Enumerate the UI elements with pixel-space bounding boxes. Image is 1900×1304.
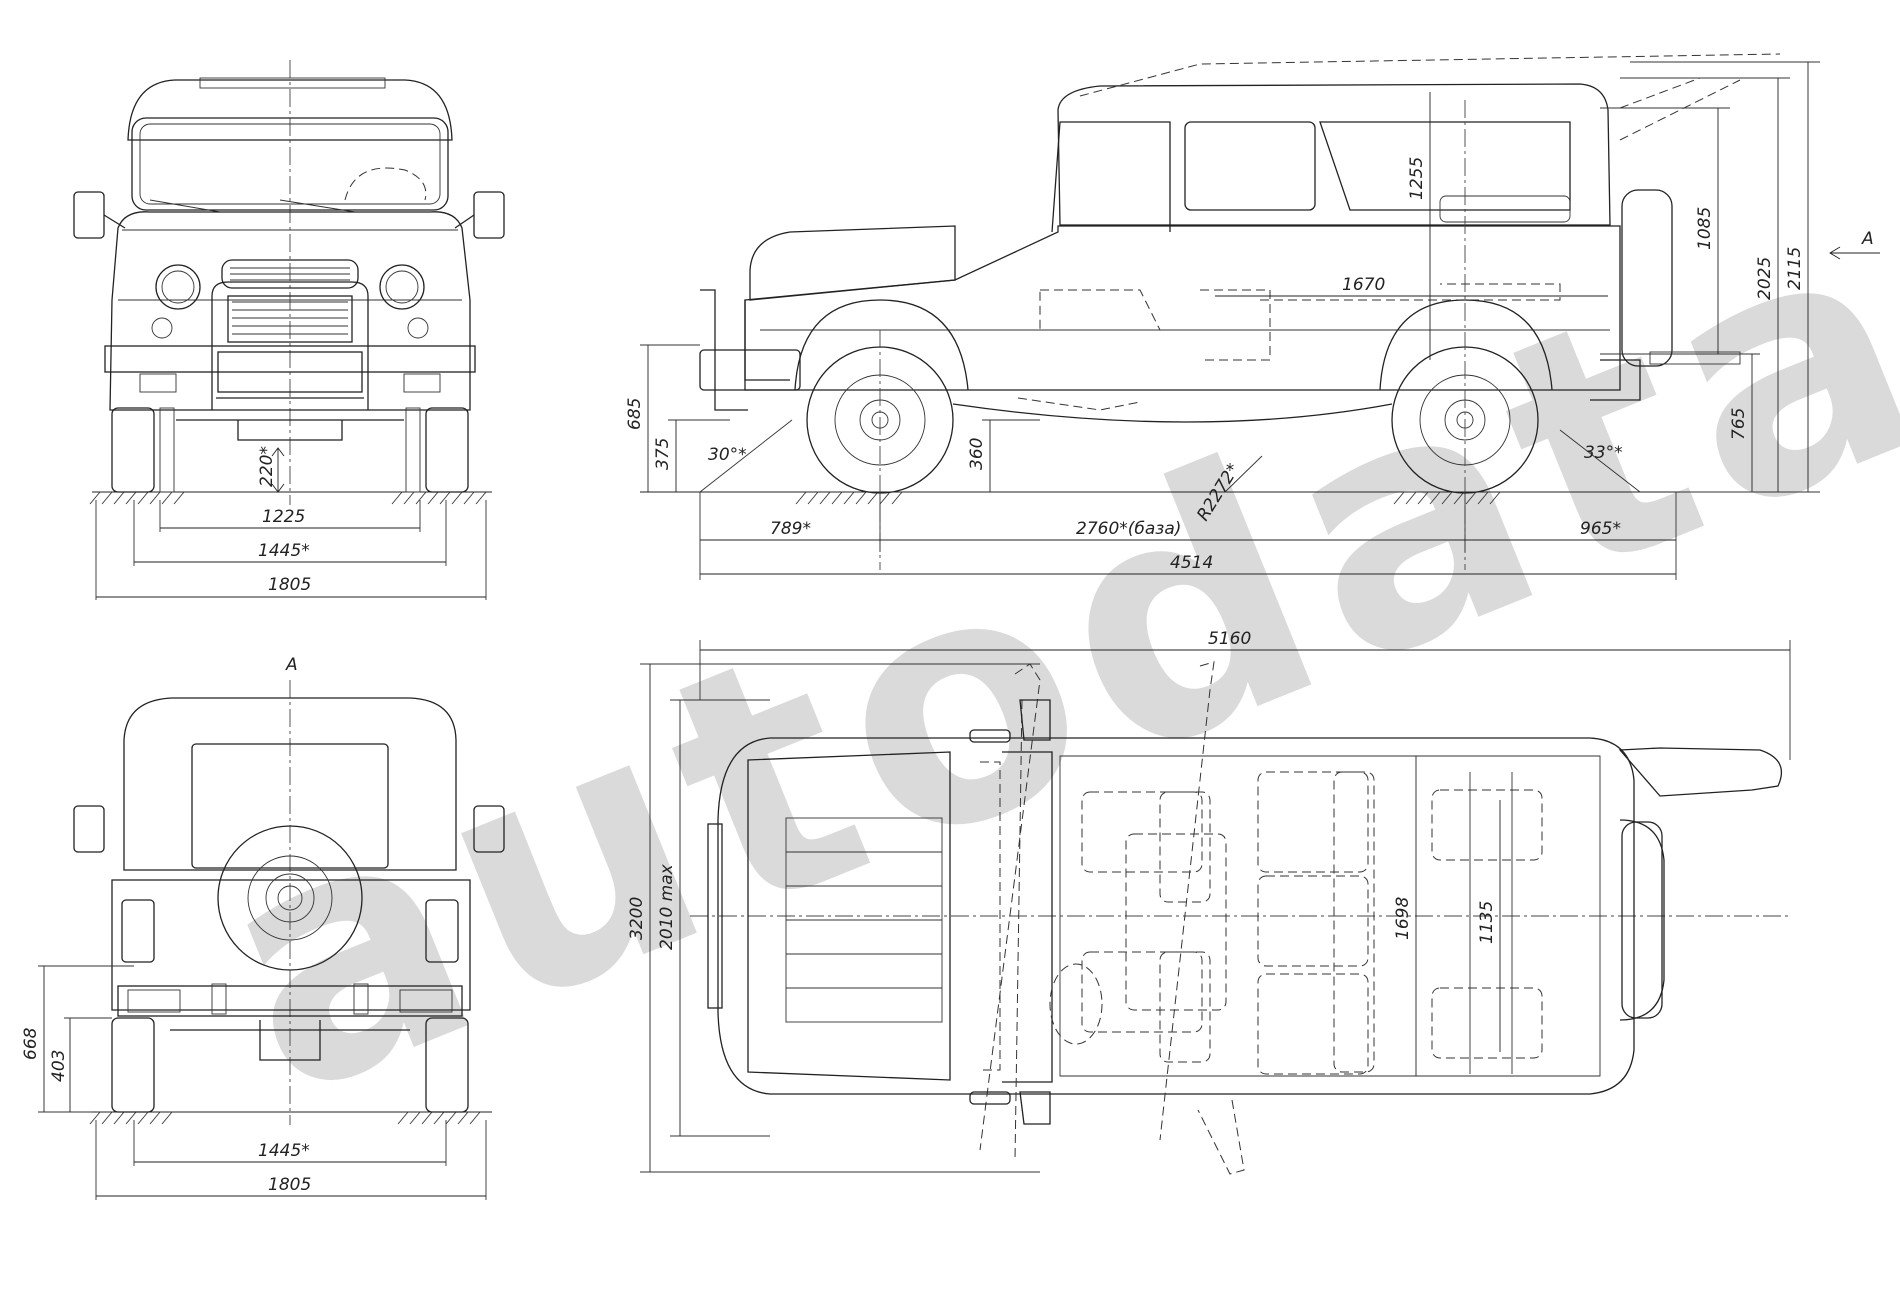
side-dim-360: 360 — [967, 438, 987, 470]
front-dim-track: 1445* — [258, 541, 310, 561]
side-dim-1085: 1085 — [1695, 207, 1715, 250]
top-dim-2010: 2010 max — [657, 863, 677, 950]
front-view-dimensions: 220* 1225 1445* 1805 — [95, 446, 487, 600]
top-dim-1135: 1135 — [1477, 901, 1497, 944]
side-dim-overall-length: 4514 — [1170, 553, 1213, 573]
rear-dim-track: 1445* — [258, 1141, 310, 1161]
side-dim-1255: 1255 — [1407, 157, 1427, 200]
side-dim-2025: 2025 — [1755, 257, 1775, 300]
side-dim-approach-angle: 30°* — [708, 445, 747, 465]
front-dim-track-rear: 1225 — [262, 507, 305, 527]
side-dim-departure-angle: 33°* — [1584, 443, 1623, 463]
front-dim-clearance: 220* — [257, 446, 277, 487]
top-view-dimensions: 5160 3200 2010 max 1698 1135 — [627, 629, 1791, 1173]
top-dim-3200: 3200 — [627, 897, 647, 940]
side-dim-685: 685 — [625, 398, 645, 430]
side-dim-375: 375 — [653, 438, 673, 470]
rear-dim-403: 403 — [49, 1050, 69, 1082]
side-view-arrow-label: A — [1861, 229, 1874, 249]
top-view: 5160 3200 2010 max 1698 1135 — [627, 629, 1791, 1175]
side-dim-wheelbase: 2760*(база) — [1076, 519, 1181, 539]
rear-view: A 668 — [21, 655, 505, 1200]
side-dim-front-overhang: 789* — [770, 519, 811, 539]
rear-view-label: A — [285, 655, 298, 675]
front-view: 220* 1225 1445* 1805 — [73, 60, 505, 600]
side-dim-interior-length: 1670 — [1342, 275, 1385, 295]
top-dim-5160: 5160 — [1208, 629, 1251, 649]
rear-dim-668: 668 — [21, 1027, 41, 1060]
front-dim-width: 1805 — [268, 575, 311, 595]
rear-view-dimensions: 668 403 1445* 1805 — [21, 965, 487, 1200]
side-dim-rear-overhang: 965* — [1580, 519, 1621, 539]
side-dim-2115: 2115 — [1785, 247, 1805, 290]
rear-dim-width: 1805 — [268, 1175, 311, 1195]
top-dim-1698: 1698 — [1393, 897, 1413, 940]
side-dim-765: 765 — [1729, 408, 1749, 440]
